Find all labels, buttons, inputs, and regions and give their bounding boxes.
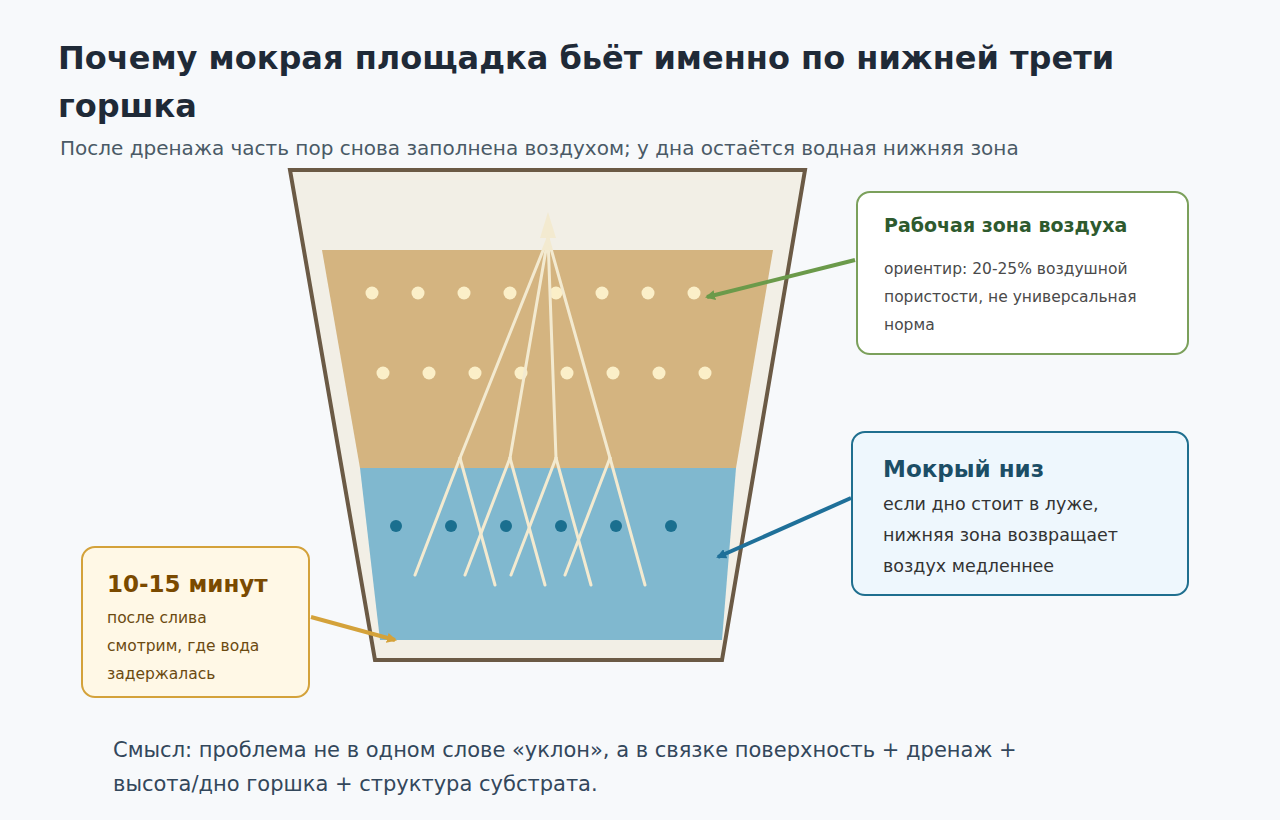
air-pore	[377, 367, 390, 380]
air-pore	[653, 367, 666, 380]
air-pore	[504, 287, 517, 300]
water-pore	[610, 520, 622, 532]
air-pore	[642, 287, 655, 300]
root	[415, 458, 460, 575]
callout-heading: 10-15 минут	[107, 568, 284, 600]
callout-heading: Мокрый низ	[883, 453, 1157, 485]
air-pore	[412, 287, 425, 300]
root	[565, 458, 610, 575]
root	[465, 458, 510, 575]
air-pore	[366, 287, 379, 300]
air-pore	[458, 287, 471, 300]
callout-box: Мокрый низ если дно стоит в луже, нижняя …	[851, 431, 1189, 596]
root	[548, 238, 556, 458]
callout-box: Рабочая зона воздуха ориентир: 20-25% воз…	[856, 191, 1189, 355]
air-pore	[423, 367, 436, 380]
water-pore	[500, 520, 512, 532]
subtitle: После дренажа часть пор снова заполнена …	[60, 135, 1240, 161]
callout-body: если дно стоит в луже, нижняя зона возвр…	[883, 489, 1157, 582]
air-pore	[688, 287, 701, 300]
root	[460, 238, 548, 458]
air-pores	[366, 287, 712, 533]
callout-box: 10-15 минут после слива смотрим, где вода…	[81, 546, 310, 698]
root	[511, 458, 556, 575]
title: Почему мокрая площадка бьёт именно по ни…	[58, 34, 1178, 130]
leader-line	[707, 260, 855, 297]
air-pore	[596, 287, 609, 300]
root	[610, 458, 645, 585]
air-pore	[561, 367, 574, 380]
water-pore	[445, 520, 457, 532]
pot-body	[290, 170, 805, 660]
root	[548, 238, 610, 458]
callout-body: ориентир: 20-25% воздушной пористости, н…	[884, 255, 1161, 339]
roots	[415, 212, 645, 585]
root	[460, 458, 495, 585]
leader-line	[718, 498, 851, 557]
water-pore	[665, 520, 677, 532]
caption: Смысл: проблема не в одном слове «уклон»…	[113, 733, 1103, 801]
air-pore	[607, 367, 620, 380]
root-base	[540, 212, 556, 238]
water-zone	[360, 468, 736, 640]
root	[510, 238, 548, 458]
callout-body: после слива смотрим, где вода задержалас…	[107, 604, 284, 688]
air-pore	[699, 367, 712, 380]
leader-line	[311, 617, 395, 640]
water-pore	[390, 520, 402, 532]
callout-heading: Рабочая зона воздуха	[884, 211, 1161, 239]
soil-zone	[322, 250, 773, 468]
water-pore	[555, 520, 567, 532]
air-pore	[469, 367, 482, 380]
